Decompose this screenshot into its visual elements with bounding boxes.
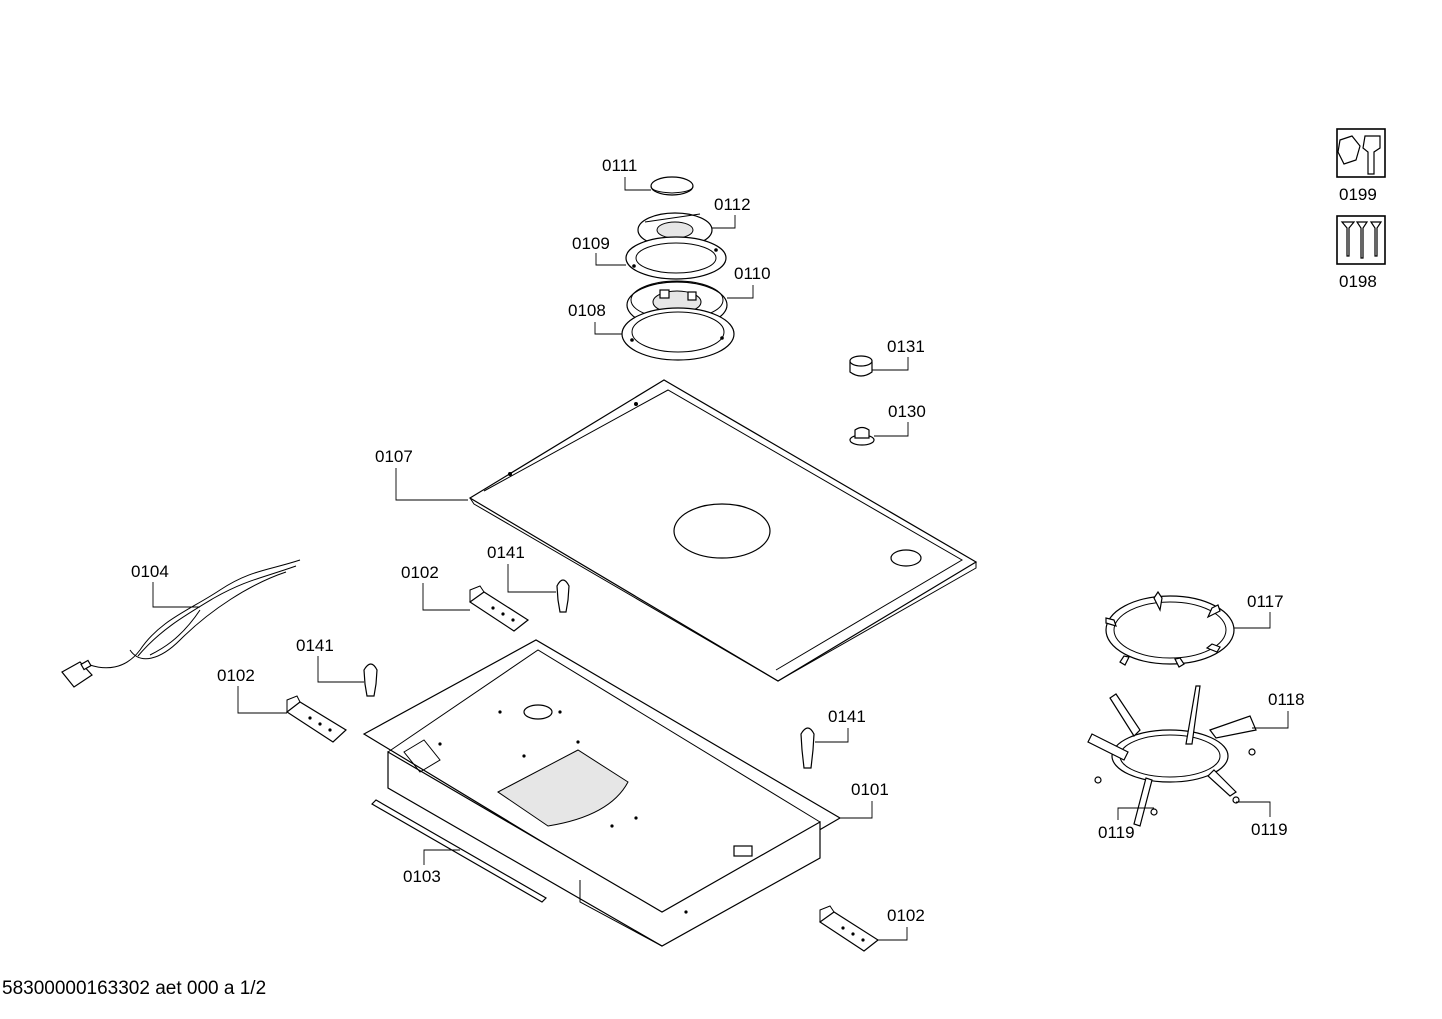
label-0102-bottom: 0102	[887, 906, 925, 925]
mounting-bracket-0102-bottom	[818, 905, 880, 952]
label-0131: 0131	[887, 337, 925, 356]
label-0104: 0104	[131, 562, 169, 581]
label-0130: 0130	[888, 402, 926, 421]
pan-support-ring-0117	[1105, 590, 1235, 668]
label-0119-left: 0119	[1098, 823, 1135, 842]
document-id: 58300000163302 aet 000 a 1/2	[2, 978, 267, 999]
label-0102-top: 0102	[401, 563, 439, 582]
mounting-bracket-0102-top	[468, 585, 530, 632]
pan-support-grid-0118	[1087, 685, 1257, 827]
screws-icon	[1336, 215, 1386, 265]
label-0108: 0108	[568, 301, 606, 320]
housing-tray-0101	[362, 639, 842, 947]
burner-ring-0109	[625, 236, 727, 280]
label-0118: 0118	[1268, 690, 1305, 709]
label-0110: 0110	[734, 264, 771, 283]
label-0141-right: 0141	[828, 707, 866, 726]
label-0141-left: 0141	[296, 636, 334, 655]
label-0107: 0107	[375, 447, 413, 466]
label-0199: 0199	[1339, 185, 1377, 204]
burner-cap-0111	[650, 176, 694, 196]
label-0117: 0117	[1247, 592, 1284, 611]
knob-seal-0130	[849, 426, 875, 446]
label-0103: 0103	[403, 867, 441, 886]
support-foot-0141-top	[556, 579, 570, 613]
label-0109: 0109	[572, 234, 610, 253]
cover-plate-0107	[468, 379, 978, 682]
label-0119-right: 0119	[1251, 820, 1288, 839]
mounting-bracket-0102-left	[285, 695, 347, 743]
seal-strip-0103	[371, 799, 547, 903]
control-knob-0131	[849, 355, 873, 377]
power-cable-0104	[61, 559, 301, 688]
support-foot-0141-left	[363, 663, 378, 697]
label-0198: 0198	[1339, 272, 1377, 291]
label-0112: 0112	[714, 195, 751, 214]
support-foot-0141-right	[800, 727, 815, 769]
wrench-nut-icon	[1336, 128, 1386, 178]
label-0141-top: 0141	[487, 543, 525, 562]
label-0102-left: 0102	[217, 666, 255, 685]
leader-lines	[152, 177, 1289, 941]
burner-gasket-0108	[621, 307, 735, 361]
label-0111: 0111	[602, 156, 637, 175]
part-labels: 0111 0112 0109 0110 0108 0131 0130 0107 …	[131, 156, 1377, 925]
label-0101: 0101	[851, 780, 889, 799]
